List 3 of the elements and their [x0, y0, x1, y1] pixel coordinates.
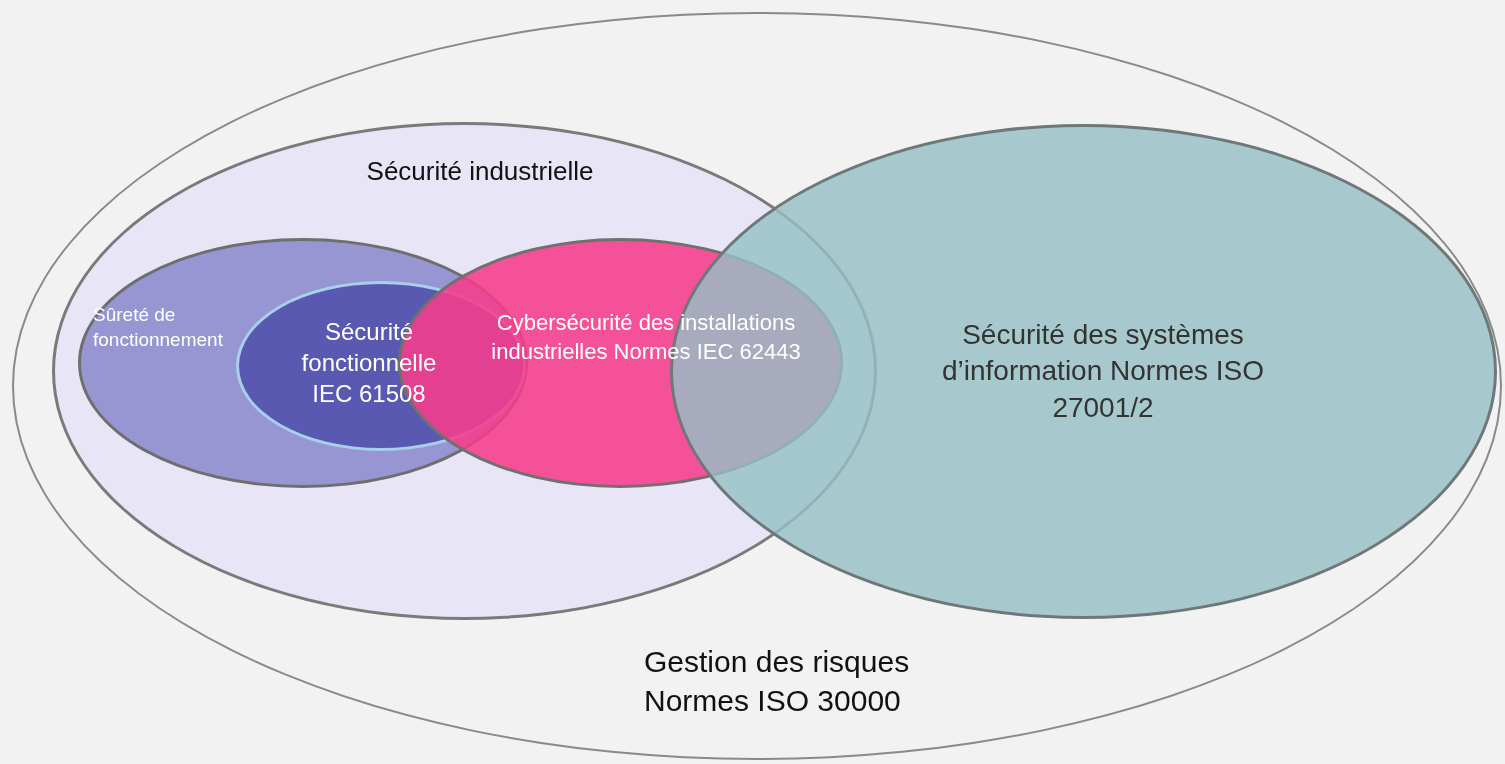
region-label: Sécurité des systèmes d’information Normes ISO 27001/2 [940, 318, 1266, 425]
region-label: Sécurité industrielle [365, 155, 595, 188]
region-label: Gestion des risques Normes ISO 30000 [644, 644, 911, 719]
